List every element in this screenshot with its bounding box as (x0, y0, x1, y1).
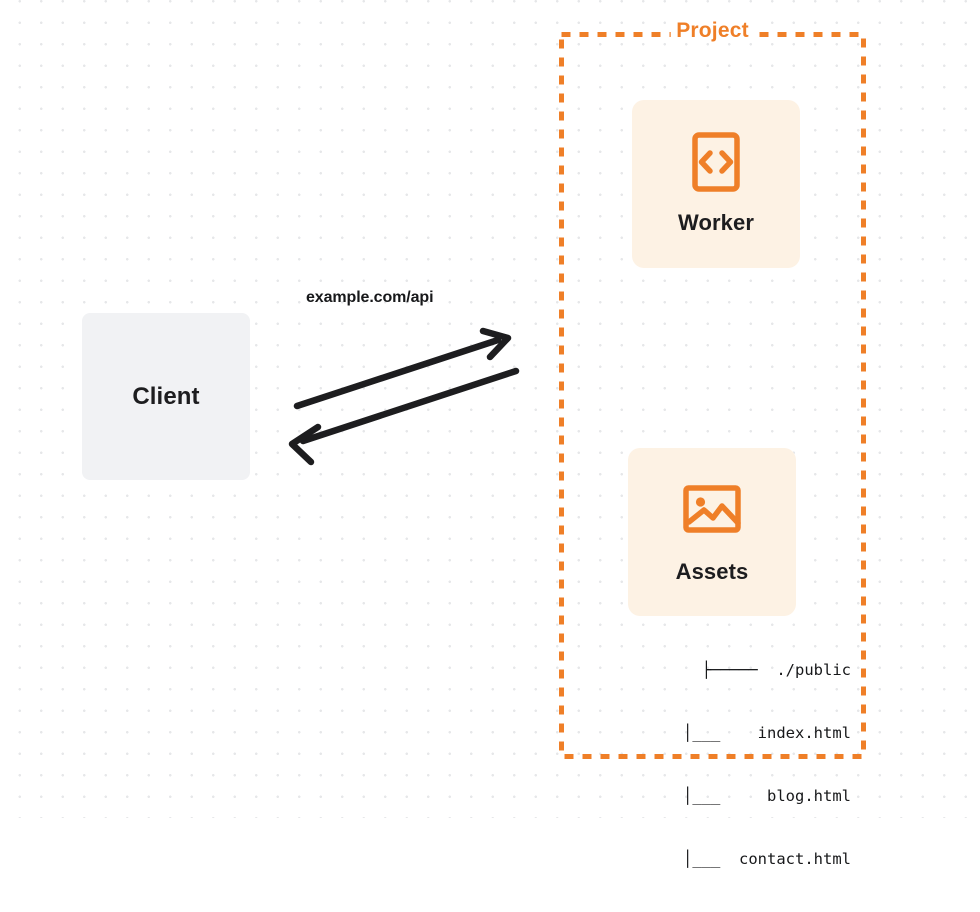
file-tree-row: │___ blog.html (683, 787, 851, 805)
assets-card[interactable]: Assets (628, 448, 796, 616)
architecture-diagram: Client example.com/api Project Worker (0, 0, 980, 868)
project-group: Project Worker Assets ├───── ./public │_… (559, 19, 866, 868)
file-tree-row: │___ index.html (683, 724, 851, 742)
client-label: Client (132, 382, 200, 410)
request-arrow (293, 327, 512, 410)
file-tree-row: │___ contact.html (683, 850, 851, 868)
assets-card-label: Assets (675, 559, 749, 584)
image-icon (683, 485, 741, 533)
assets-file-tree: ├───── ./public │___ index.html │___ blo… (607, 618, 851, 912)
code-brackets-icon (692, 132, 740, 192)
file-tree-row: ├───── ./public (701, 661, 851, 679)
worker-card-label: Worker (678, 210, 754, 235)
response-arrow (288, 367, 520, 466)
request-url-label: example.com/api (306, 289, 434, 306)
client-node[interactable]: Client (82, 313, 250, 480)
project-title: Project (670, 19, 755, 43)
worker-card[interactable]: Worker (632, 100, 800, 268)
